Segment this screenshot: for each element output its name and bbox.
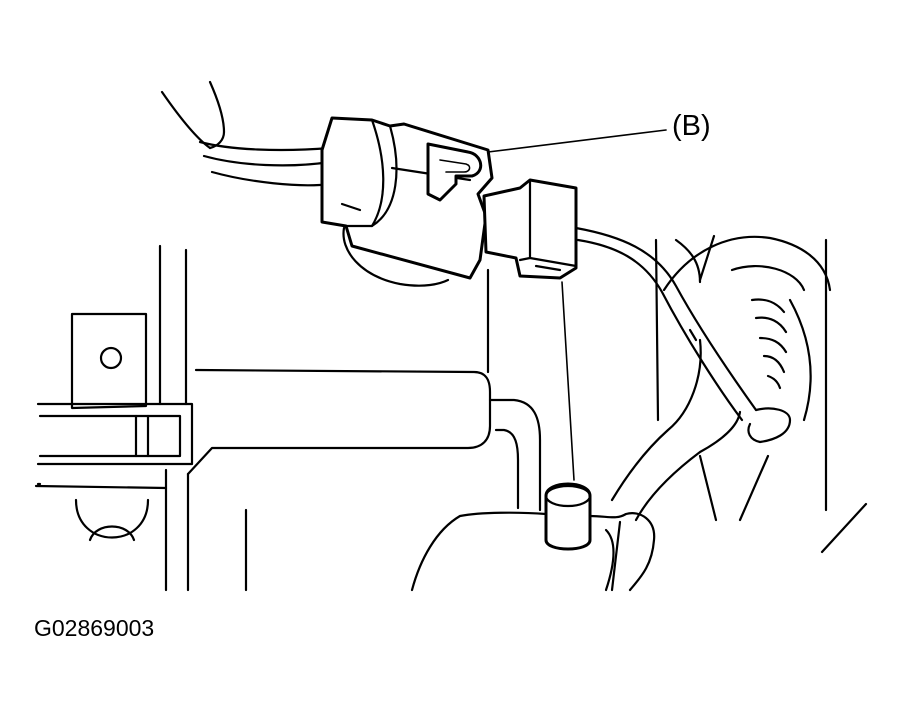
callout-b-label: (B)	[672, 110, 711, 142]
callout-leader	[487, 129, 667, 153]
harness-sleeve	[160, 80, 226, 150]
connector-male-body	[482, 178, 578, 280]
right-cylinder	[654, 234, 868, 554]
wires-left	[198, 140, 332, 187]
mounting-bracket	[36, 312, 194, 466]
connector-b-body	[320, 116, 494, 287]
lower-casting	[410, 338, 742, 592]
wire-right	[574, 226, 792, 444]
stud-pin	[544, 482, 592, 551]
mounting-panel	[34, 244, 492, 592]
figure-id: G02869003	[34, 615, 155, 641]
guide-lines	[488, 281, 575, 512]
